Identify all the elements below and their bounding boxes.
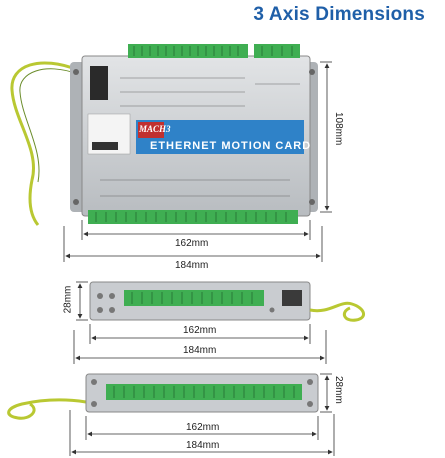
top-inner-width-label: 162mm <box>175 238 209 249</box>
side1-inner-width-label: 162mm <box>183 325 217 336</box>
side1-ground-cable <box>309 301 365 322</box>
ethernet-port <box>90 66 108 100</box>
side1-terminal-block <box>124 290 264 306</box>
mach3-logo: MACH3 <box>139 124 171 134</box>
top-view-dimension-lines <box>63 61 332 262</box>
page-title: 3 Axis Dimensions <box>253 4 425 25</box>
side2-inner-width-label: 162mm <box>186 422 220 433</box>
side1-height-label: 28mm <box>62 285 74 314</box>
side2-height-label: 28mm <box>333 376 344 404</box>
ground-cable <box>10 61 79 226</box>
top-height-label: 108mm <box>333 112 344 146</box>
side-view-1-board <box>89 281 365 322</box>
side-view-2-dimension-lines <box>69 373 335 456</box>
side1-ethernet-port <box>282 290 302 306</box>
side-view-1-dimension-lines <box>73 281 327 364</box>
side2-ground-cable <box>7 398 87 420</box>
side-view-2-board <box>7 373 319 420</box>
side2-outer-width-label: 184mm <box>186 440 220 451</box>
side1-outer-width-label: 184mm <box>183 345 217 356</box>
top-outer-width-label: 184mm <box>175 260 209 271</box>
top-view-board <box>10 44 318 226</box>
card-label: ETHERNET MOTION CARD <box>150 140 312 152</box>
